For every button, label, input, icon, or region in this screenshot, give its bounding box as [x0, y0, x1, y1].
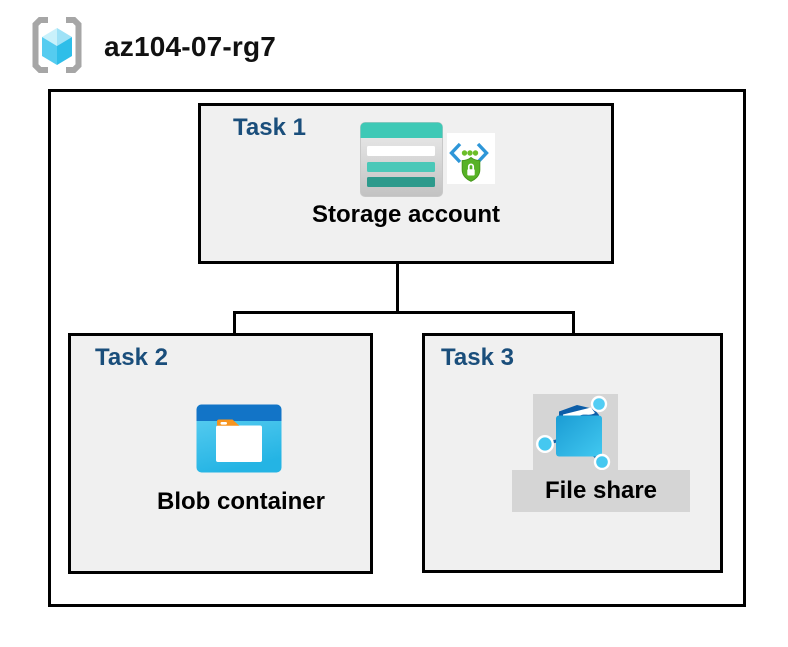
task1-label: Task 1 — [233, 114, 306, 141]
task3-label: Task 3 — [441, 344, 514, 371]
storage-account-icon — [360, 122, 443, 197]
storage-account-label: Storage account — [311, 201, 501, 228]
file-share-label: File share — [512, 470, 690, 512]
task2-box: Task 2 Blob container — [68, 333, 373, 574]
resource-group-icon — [28, 15, 86, 75]
connector-horizontal — [233, 311, 575, 314]
file-share-icon — [533, 394, 618, 471]
task3-box: Task 3 File share — [422, 333, 723, 573]
code-shield-lock-icon — [447, 133, 495, 184]
blob-container-label: Blob container — [156, 488, 325, 515]
connector-storage-stem — [396, 264, 399, 314]
blob-container-icon — [196, 404, 282, 473]
task1-box: Task 1 Stor — [198, 103, 614, 264]
task2-label: Task 2 — [95, 344, 168, 371]
resource-group-name: az104-07-rg7 — [104, 31, 277, 62]
